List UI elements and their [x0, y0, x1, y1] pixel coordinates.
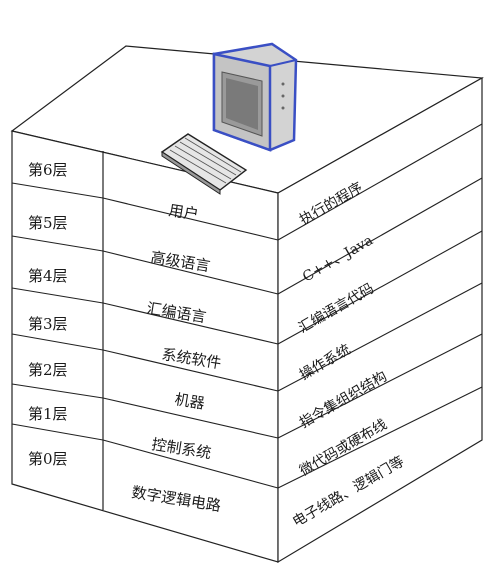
- box-frame: [10, 45, 484, 564]
- layer-name: 机器: [173, 390, 205, 412]
- level-label: 第6层: [28, 161, 68, 179]
- level-label: 第2层: [28, 361, 68, 379]
- level-label: 第0层: [28, 450, 68, 468]
- box-side-face: [277, 76, 483, 564]
- level-labels: 第6层 第5层 第4层 第3层 第2层 第1层 第0层: [28, 161, 68, 468]
- level-label: 第4层: [28, 267, 68, 285]
- layer-name: 用户: [167, 201, 199, 223]
- computer-icon: [212, 42, 298, 152]
- level-label: 第5层: [28, 214, 68, 232]
- level-label: 第1层: [28, 405, 68, 423]
- row-lines: [11, 123, 483, 489]
- keyboard-icon: [160, 133, 248, 195]
- level-label: 第3层: [28, 315, 68, 333]
